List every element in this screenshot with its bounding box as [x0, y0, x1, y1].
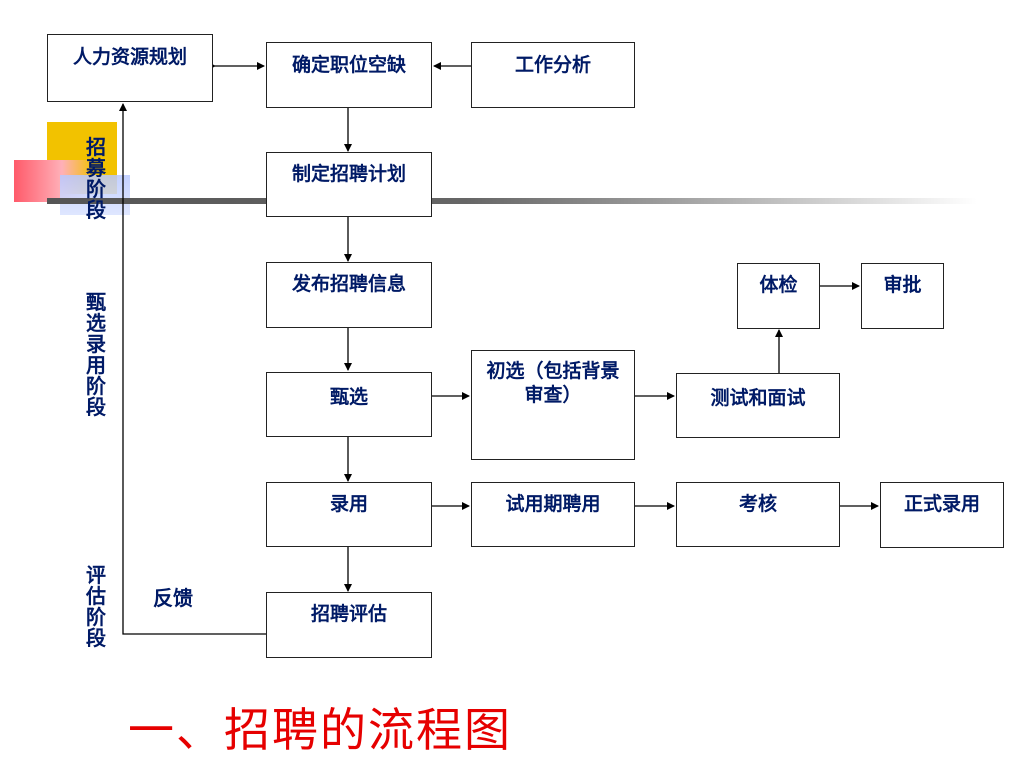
- box-vacancy: 确定职位空缺: [266, 42, 432, 108]
- box-assessment: 考核: [676, 482, 840, 547]
- box-selection: 甄选: [266, 372, 432, 437]
- box-publish-info: 发布招聘信息: [266, 262, 432, 328]
- decor-divider-line: [47, 198, 977, 204]
- box-probation: 试用期聘用: [471, 482, 635, 547]
- phase-label-recruit: 招募阶段: [86, 135, 106, 222]
- box-test-interview: 测试和面试: [676, 373, 840, 438]
- box-approval: 审批: [861, 263, 944, 329]
- box-physical-exam: 体检: [737, 263, 820, 329]
- decor-blue-square: [60, 175, 130, 215]
- box-hr-planning: 人力资源规划: [47, 34, 213, 102]
- box-job-analysis: 工作分析: [471, 42, 635, 108]
- box-prescreen: 初选（包括背景审查）: [471, 350, 635, 460]
- phase-label-selection: 甄选录用阶段: [86, 290, 106, 419]
- box-evaluation: 招聘评估: [266, 592, 432, 658]
- phase-label-evaluation: 评估阶段: [86, 563, 106, 650]
- feedback-label: 反馈: [153, 586, 193, 610]
- page-title: 一、招聘的流程图: [128, 703, 512, 757]
- box-recruit-plan: 制定招聘计划: [266, 152, 432, 217]
- box-hire: 录用: [266, 482, 432, 547]
- box-formal-hire: 正式录用: [880, 482, 1004, 548]
- arrow-feedback-loop: [119, 103, 266, 635]
